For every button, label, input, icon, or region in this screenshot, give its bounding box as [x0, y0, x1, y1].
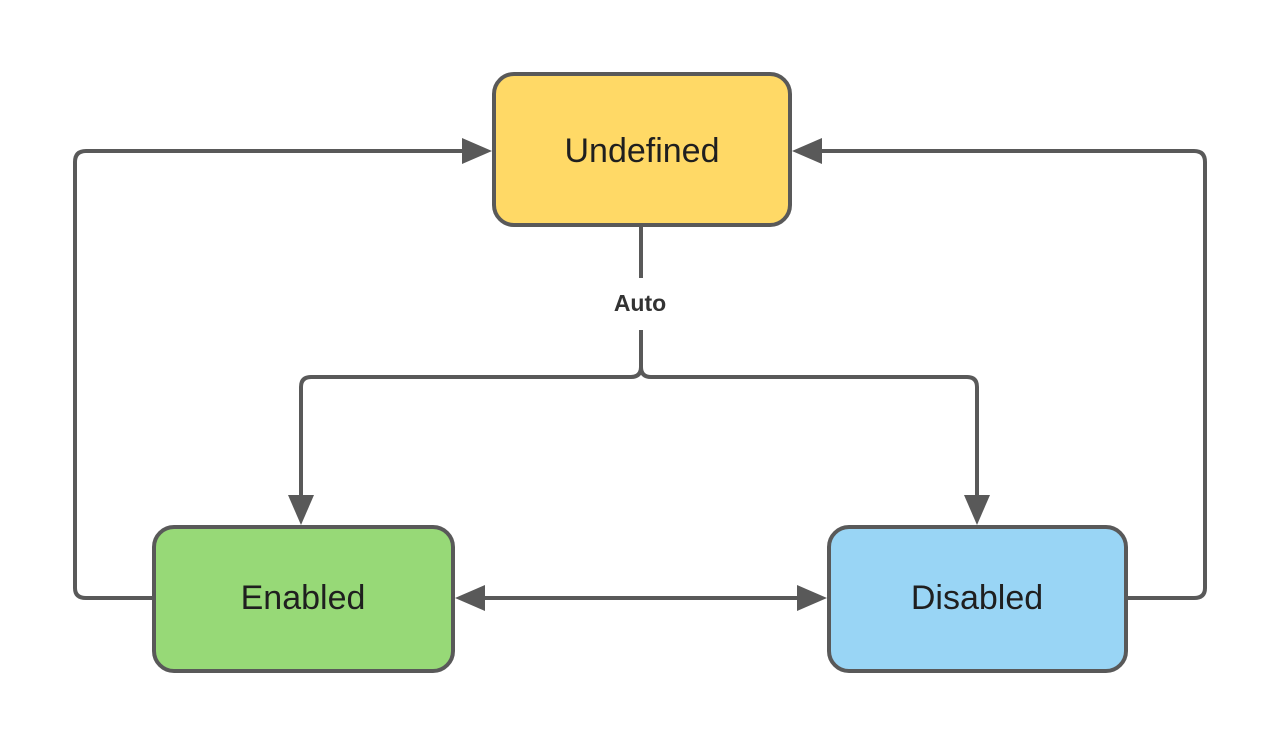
node-disabled-shape: [827, 525, 1128, 673]
node-disabled-label: Disabled: [911, 579, 1043, 617]
node-undefined-label: Undefined: [564, 132, 719, 170]
nodes-layer: Undefined Enabled Disabled: [152, 72, 1128, 673]
edge-enabled-to-undefined[interactable]: [73, 138, 492, 600]
arrowhead-right-undefined-left: [462, 138, 492, 164]
node-enabled-label: Enabled: [241, 579, 366, 617]
arrowhead-down-disabled: [964, 495, 990, 525]
edge-auto-to-disabled-path: [639, 366, 979, 495]
node-disabled[interactable]: Disabled: [827, 525, 1128, 673]
edge-auto-to-enabled-path: [299, 366, 643, 495]
arrowhead-down-enabled: [288, 495, 314, 525]
edge-auto-to-enabled[interactable]: [288, 366, 643, 525]
edge-enabled-disabled[interactable]: [455, 585, 827, 611]
node-undefined-shape: [492, 72, 792, 227]
edge-label-auto: Auto: [614, 290, 666, 316]
node-enabled[interactable]: Enabled: [152, 525, 455, 673]
edge-disabled-to-undefined[interactable]: [792, 138, 1207, 600]
edge-disabled-to-undefined-path: [822, 149, 1207, 600]
arrowhead-left-undefined-right: [792, 138, 822, 164]
edges-layer: Auto: [73, 138, 1207, 611]
node-undefined[interactable]: Undefined: [492, 72, 792, 227]
arrowhead-right-disabled: [797, 585, 827, 611]
arrowhead-left-enabled: [455, 585, 485, 611]
edge-auto-to-disabled[interactable]: [639, 366, 990, 525]
edge-enabled-to-undefined-path: [73, 149, 462, 600]
node-enabled-shape: [152, 525, 455, 673]
edge-undefined-auto[interactable]: Auto: [614, 227, 666, 367]
